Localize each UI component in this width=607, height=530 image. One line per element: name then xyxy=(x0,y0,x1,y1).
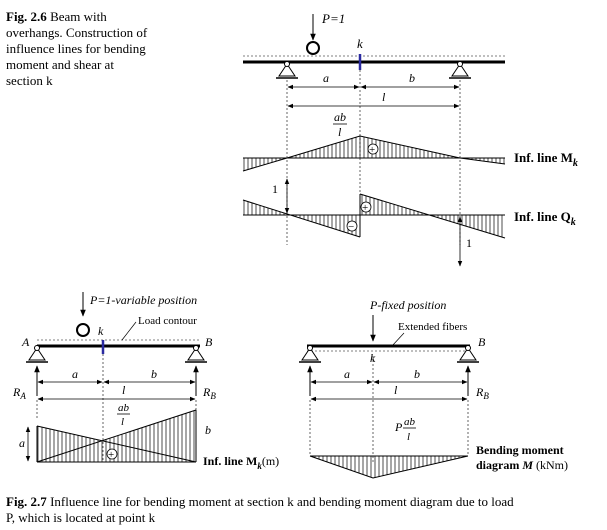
fig27l-support-left xyxy=(26,345,48,363)
fig26-dim-l-label: l xyxy=(382,90,386,104)
fig27r-peak-num: ab xyxy=(404,416,416,428)
fig26-qk-plus: + xyxy=(362,202,368,214)
fig27-label: Fig. 2.7 xyxy=(6,494,47,509)
fig26-qk-plus-circle xyxy=(360,201,372,213)
fig27l-label: Inf. line Mk(m) xyxy=(203,454,279,471)
fig27l-support-right xyxy=(185,345,207,363)
fig27-left-diagram: P=1-variable position Load contour k A B… xyxy=(12,292,279,471)
fig27r-support-b-label: B xyxy=(478,335,486,349)
fig26-mk-plus-circle xyxy=(367,143,379,155)
fig27l-load-circle xyxy=(76,323,90,337)
fig26-mk-label: Inf. line Mk xyxy=(514,150,578,169)
fig26-dim-a-label: a xyxy=(323,71,329,85)
fig27l-dim-b-label: b xyxy=(151,367,157,381)
fig26-caption-line-2: overhangs. Construction of xyxy=(6,25,148,40)
fig27l-support-a-label: A xyxy=(21,335,30,349)
fig27l-peak-num: ab xyxy=(118,402,130,414)
fig26-caption: Fig. 2.6 Beam with overhangs. Constructi… xyxy=(6,9,181,89)
fig27r-support-right xyxy=(457,345,479,363)
fig27l-section-label: k xyxy=(98,324,104,338)
fig27r-fibers-leader xyxy=(391,332,405,347)
fig27-right-diagram: P-fixed position Extended fibers k B RB … xyxy=(299,298,568,479)
fig26-load-circle xyxy=(306,41,320,55)
fig26-qk-unit-right: 1 xyxy=(466,236,472,250)
fig26-caption-line-1: Beam with xyxy=(50,9,107,24)
fig26-diagram: P=1 k a b l ab l xyxy=(242,11,578,267)
fig27r-reaction-b-label: RB xyxy=(475,385,489,401)
fig27r-moment-diagram xyxy=(309,455,469,479)
fig26-qk-influence-line: + − xyxy=(242,178,506,267)
fig27-caption: Fig. 2.7 Influence line for bending mome… xyxy=(6,494,606,526)
fig27r-dim-b-label: b xyxy=(414,367,420,381)
fig27l-mk-influence-line: + xyxy=(25,409,197,463)
fig26-caption-line-3: influence lines for bending xyxy=(6,41,146,56)
fig27r-support-left xyxy=(299,345,321,363)
fig26-mk-plus: + xyxy=(369,144,375,156)
fig27-caption-line-1: Influence line for bending moment at sec… xyxy=(50,494,514,509)
fig27l-dim-l-label: l xyxy=(122,383,126,397)
fig26-qk-minus: − xyxy=(348,221,354,233)
fig27l-contour-label: Load contour xyxy=(138,315,197,327)
fig27l-ord-left: a xyxy=(19,436,25,450)
fig26-peak-num: ab xyxy=(334,110,346,124)
fig26-qk-unit-left: 1 xyxy=(272,182,278,196)
fig27r-peak-p: P xyxy=(394,420,403,434)
fig26-section-label: k xyxy=(357,36,363,51)
fig26-qk-minus-circle xyxy=(346,220,358,232)
fig27r-fibers-label: Extended fibers xyxy=(398,321,467,333)
fig27l-reaction-a-label: RA xyxy=(12,385,26,401)
fig26-caption-line-4: moment and shear at xyxy=(6,57,114,72)
fig27l-support-b-label: B xyxy=(205,335,213,349)
fig27r-label-line2: diagram M (kNm) xyxy=(476,458,568,472)
fig27r-peak-den: l xyxy=(407,431,410,443)
fig26-mk-influence-line: + xyxy=(242,135,506,172)
fig27l-dim-a-label: a xyxy=(72,367,78,381)
fig27r-load-label: P-fixed position xyxy=(369,298,446,312)
fig27l-load-label: P=1-variable position xyxy=(89,293,197,307)
fig27l-reaction-b-label: RB xyxy=(202,385,216,401)
fig27-caption-line-2: P, which is located at point k xyxy=(6,510,156,525)
fig27l-plus: + xyxy=(108,449,114,461)
fig27l-plus-circle xyxy=(106,448,118,460)
fig27r-dim-l-label: l xyxy=(394,383,398,397)
fig26-support-left xyxy=(276,61,298,79)
fig26-label: Fig. 2.6 xyxy=(6,9,47,24)
fig27l-ord-right: b xyxy=(205,423,211,437)
fig26-support-right xyxy=(449,61,471,79)
fig26-caption-line-5: section k xyxy=(6,73,53,88)
fig27r-label-line1: Bending moment xyxy=(476,443,564,457)
fig26-dim-b-label: b xyxy=(409,71,415,85)
fig27r-dim-a-label: a xyxy=(344,367,350,381)
fig27l-contour-leader xyxy=(121,321,137,341)
fig26-qk-label: Inf. line Qk xyxy=(514,209,576,228)
fig27l-peak-den: l xyxy=(121,416,124,428)
fig26-load-label: P=1 xyxy=(321,11,345,26)
fig26-peak-den: l xyxy=(338,125,342,139)
